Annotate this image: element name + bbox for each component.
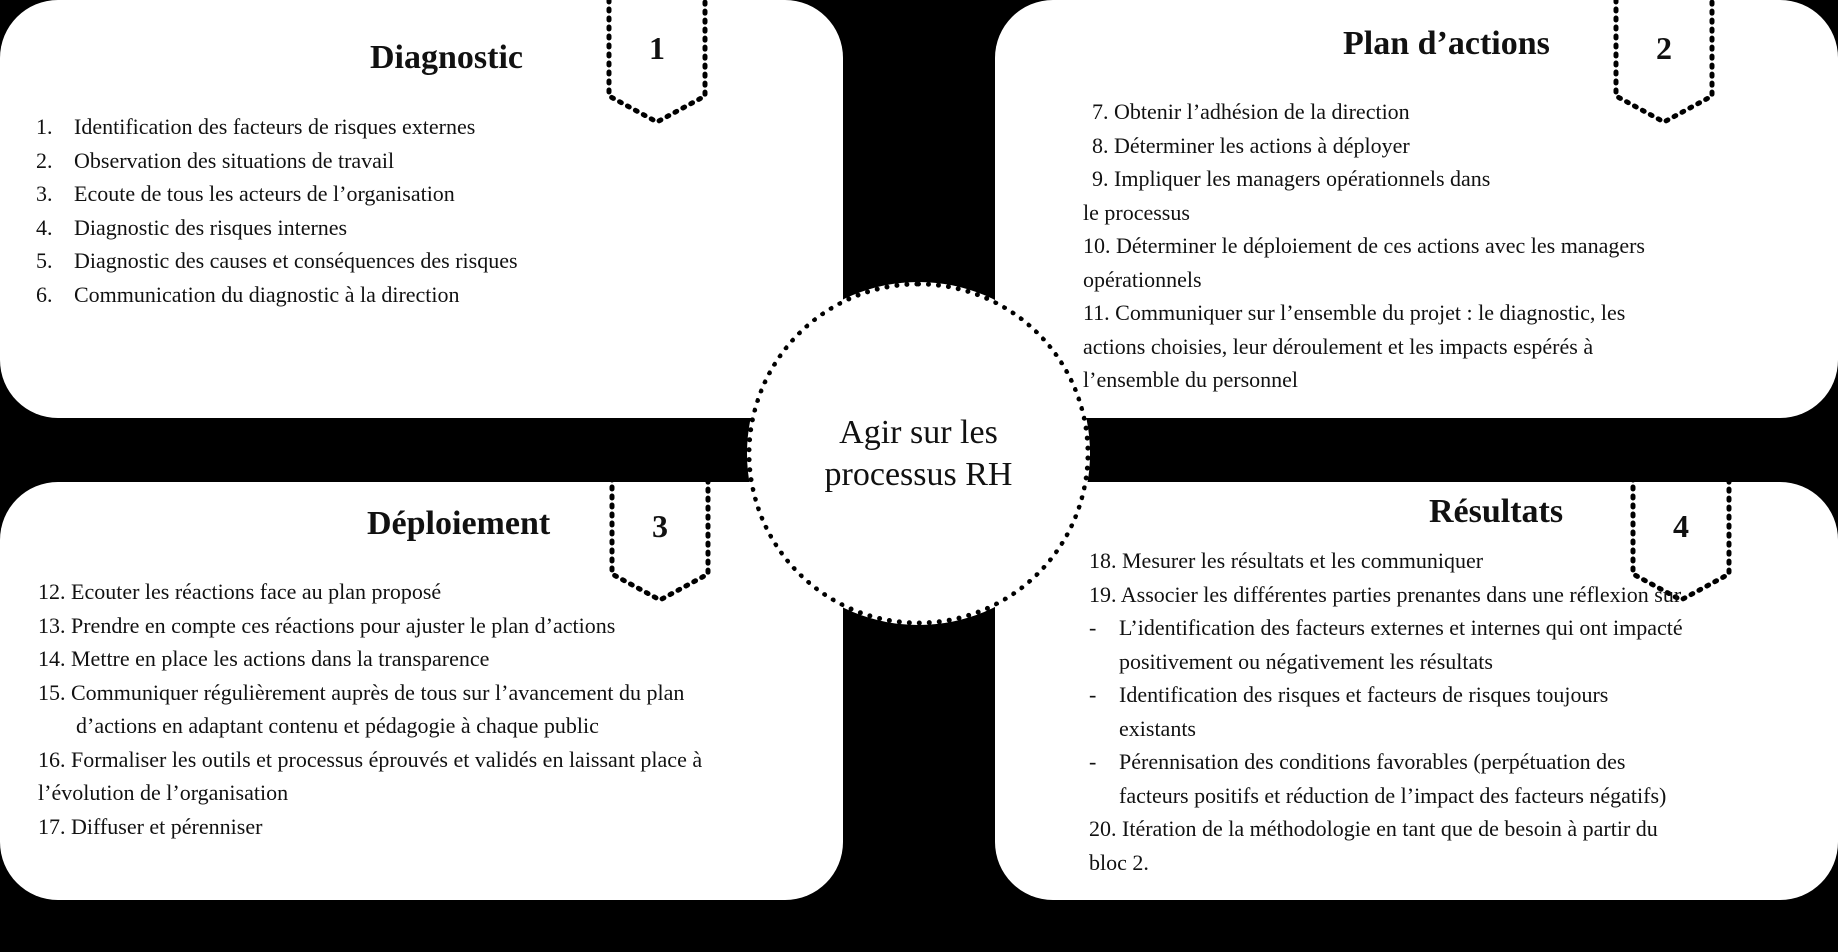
dotted-arrow-tag-icon <box>1630 482 1732 603</box>
panel-diagnostic: Diagnostic 1 1.Identification des facteu… <box>0 0 843 418</box>
step-number-4: 4 <box>1673 508 1689 544</box>
dotted-arrow-tag-icon <box>1613 0 1715 125</box>
step-number-1: 1 <box>649 30 665 66</box>
list-item: l’évolution de l’organisation <box>38 780 289 805</box>
deploiement-list: 12. Ecouter les réactions face au plan p… <box>38 575 702 843</box>
panel-deploiement: Déploiement 3 12. Ecouter les réactions … <box>0 482 843 900</box>
panel-title-resultats: Résultats <box>1429 493 1564 530</box>
plan-actions-list: 7. Obtenir l’adhésion de la direction 8.… <box>1083 95 1654 397</box>
panel-title-diagnostic: Diagnostic <box>370 39 523 76</box>
list-item: 3.Ecoute de tous les acteurs de l’organi… <box>36 181 455 206</box>
list-item: actions choisies, leur déroulement et le… <box>1083 333 1594 359</box>
step-number-3: 3 <box>652 508 668 544</box>
list-item: 4.Diagnostic des risques internes <box>36 214 348 240</box>
list-item: l’ensemble du personnel <box>1083 367 1299 392</box>
list-item: bloc 2. <box>1089 849 1149 875</box>
list-item: 17. Diffuser et pérenniser <box>38 813 263 839</box>
list-item: 7. Obtenir l’adhésion de la direction <box>1092 99 1410 124</box>
list-item: 2.Observation des situations de travail <box>36 147 395 173</box>
list-item: d’actions en adaptant contenu et pédagog… <box>76 713 599 738</box>
step-tag-4: 4 <box>1629 482 1733 604</box>
step-number-2: 2 <box>1656 30 1672 66</box>
resultats-list: 18. Mesurer les résultats et les communi… <box>1089 544 1683 879</box>
panel-title-plan-actions: Plan d’actions <box>1343 25 1550 62</box>
step-tag-1: 1 <box>605 0 709 126</box>
list-item: -Pérennisation des conditions favorables… <box>1089 749 1626 774</box>
list-item: 8. Déterminer les actions à déployer <box>1092 132 1410 158</box>
list-item: 6.Communication du diagnostic à la direc… <box>36 281 460 307</box>
list-item: 9. Impliquer les managers opérationnels … <box>1092 166 1491 191</box>
list-item: 5.Diagnostic des causes et conséquences … <box>36 248 518 273</box>
dotted-arrow-tag-icon <box>606 0 708 125</box>
diagnostic-list: 1.Identification des facteurs de risques… <box>36 110 518 311</box>
dotted-arrow-tag-icon <box>609 482 711 603</box>
step-tag-3: 3 <box>608 482 712 604</box>
list-item: 15. Communiquer régulièrement auprès de … <box>38 679 685 705</box>
list-item: 20. Itération de la méthodologie en tant… <box>1089 816 1658 841</box>
list-item: -Identification des risques et facteurs … <box>1089 682 1609 707</box>
list-item: 11. Communiquer sur l’ensemble du projet… <box>1083 300 1626 325</box>
list-item: 14. Mettre en place les actions dans la … <box>38 646 490 671</box>
list-item: 12. Ecouter les réactions face au plan p… <box>38 579 442 604</box>
list-item: -L’identification des facteurs externes … <box>1089 615 1683 640</box>
list-item: 1.Identification des facteurs de risques… <box>36 114 476 139</box>
list-item: 13. Prendre en compte ces réactions pour… <box>38 612 616 638</box>
list-item: 19. Associer les différentes parties pre… <box>1089 581 1682 607</box>
list-item: le processus <box>1083 199 1190 225</box>
step-tag-2: 2 <box>1612 0 1716 126</box>
panel-resultats: Résultats 4 18. Mesurer les résultats et… <box>995 482 1838 900</box>
list-item: opérationnels <box>1083 266 1202 292</box>
list-item: existants <box>1119 715 1196 741</box>
center-label: Agir sur les processus RH <box>824 413 1013 493</box>
list-item: facteurs positifs et réduction de l’impa… <box>1119 782 1667 808</box>
panel-plan-actions: Plan d’actions 2 7. Obtenir l’adhésion d… <box>995 0 1838 418</box>
list-item: 18. Mesurer les résultats et les communi… <box>1089 548 1484 573</box>
center-circle: Agir sur les processus RH <box>747 282 1090 625</box>
list-item: positivement ou négativement les résulta… <box>1119 648 1493 674</box>
list-item: 10. Déterminer le déploiement de ces act… <box>1083 233 1645 258</box>
list-item: 16. Formaliser les outils et processus é… <box>38 746 703 772</box>
panel-title-deploiement: Déploiement <box>367 505 551 542</box>
